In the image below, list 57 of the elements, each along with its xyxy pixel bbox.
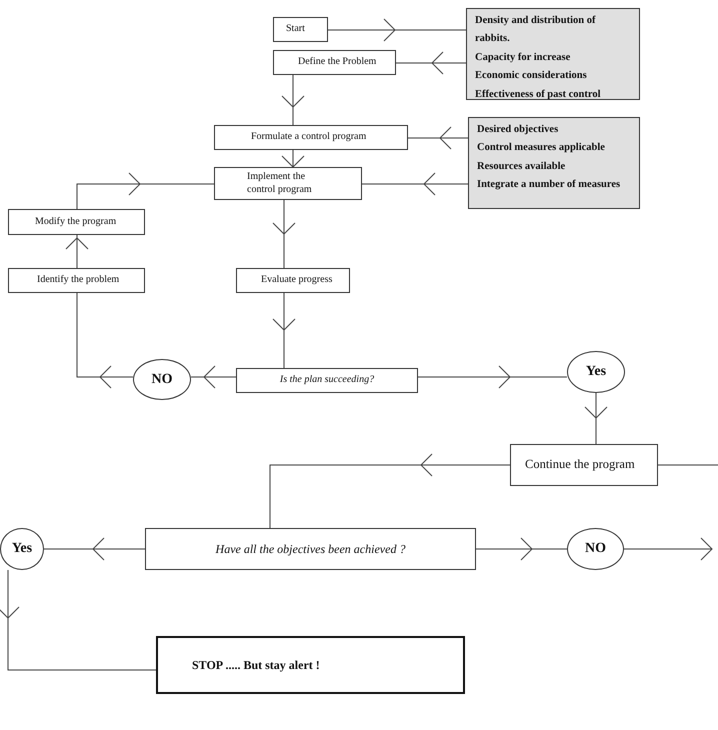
note-box (466, 8, 640, 100)
process-box (236, 268, 350, 293)
arrow (76, 172, 214, 210)
box-label: Formulate a control program (251, 131, 368, 144)
box-label: Yes (12, 540, 32, 558)
box-label: Integrate a number of measures (477, 178, 622, 192)
arrow (476, 538, 568, 560)
arrow (76, 292, 134, 388)
arrow (624, 538, 713, 560)
process-box (510, 444, 658, 486)
decision-box (145, 528, 476, 570)
box-label: Control measures applicable (477, 141, 606, 156)
note-box (468, 117, 640, 209)
box-label: STOP ..... But stay alert ! (192, 658, 321, 672)
box-label: Desired objectives (477, 123, 560, 137)
arrow (328, 18, 466, 42)
arrow (362, 172, 468, 196)
process-box (214, 125, 408, 150)
process-box (273, 17, 328, 42)
arrow (396, 52, 466, 74)
arrow (282, 74, 304, 126)
decision-oval (0, 528, 44, 570)
arrow (44, 538, 146, 560)
terminal-box (156, 636, 465, 694)
arrow (408, 126, 468, 150)
box-label: Start (286, 23, 306, 36)
box-label: Have all the objectives been achieved ? (216, 542, 406, 556)
box-label: Density and distribution of rabbits. (475, 14, 597, 46)
arrow (272, 292, 296, 368)
process-box (8, 209, 145, 235)
process-box (214, 167, 362, 200)
box-label: Is the plan succeeding? (280, 374, 374, 387)
arrow (190, 366, 236, 388)
box-label: Resources available (477, 160, 566, 174)
box-label: Capacity for increase (475, 50, 572, 65)
connector-line (658, 464, 718, 466)
arrow (584, 392, 608, 444)
arrow (66, 234, 88, 268)
arrow (418, 366, 568, 388)
process-box (8, 268, 145, 293)
decision-box (236, 368, 418, 393)
box-label: Continue the program (525, 457, 636, 473)
box-label: NO (152, 370, 172, 388)
box-label: Define the Problem (298, 56, 378, 69)
process-box (273, 50, 396, 75)
arrow (270, 454, 510, 528)
box-label: Economic considerations (475, 69, 588, 84)
box-label: Modify the program (35, 216, 118, 228)
arrow (0, 570, 156, 670)
box-label: NO (585, 540, 606, 558)
arrow (272, 200, 296, 268)
box-label: Yes (586, 363, 606, 381)
box-label: Effectiveness of past control (475, 88, 602, 102)
box-label: Identify the problem (37, 274, 120, 287)
box-label: Implement the control program (247, 171, 313, 196)
box-label: Evaluate progress (261, 274, 334, 287)
arrow (282, 150, 304, 168)
